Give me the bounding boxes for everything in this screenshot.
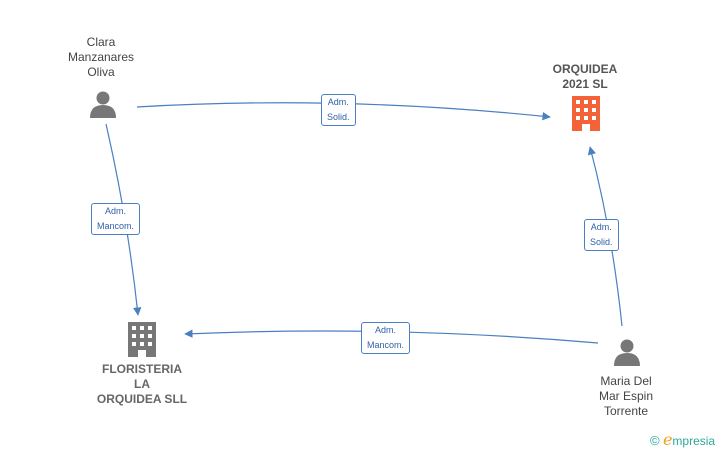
edge-label-clara-floristeria: Adm. Mancom. (91, 203, 141, 235)
empresia-logo[interactable]: © empresia (650, 430, 715, 449)
edge-label-maria-floristeria: Adm. Mancom. (361, 322, 411, 354)
building-icon[interactable] (128, 322, 156, 357)
copyright-symbol: © (650, 433, 660, 448)
edge-label-maria-orquidea: Adm. Solid. (584, 219, 619, 251)
edge-label-clara-orquidea: Adm. Solid. (321, 94, 356, 126)
brand-initial: e (662, 430, 673, 449)
node-label-clara[interactable]: Clara Manzanares Oliva (67, 35, 135, 79)
node-label-orquidea[interactable]: ORQUIDEA 2021 SL (552, 62, 618, 91)
node-label-maria[interactable]: Maria Del Mar Espin Torrente (598, 374, 654, 418)
person-icon[interactable] (614, 339, 640, 367)
brand-name: mpresia (672, 434, 716, 448)
building-icon[interactable] (572, 96, 600, 131)
person-icon[interactable] (90, 91, 116, 119)
node-label-floristeria[interactable]: FLORISTERIA LA ORQUIDEA SLL (96, 362, 188, 406)
